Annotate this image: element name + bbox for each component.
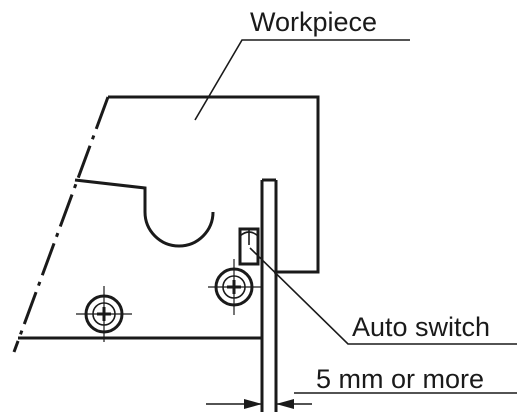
auto-switch-body <box>238 227 260 266</box>
workpiece-outline <box>12 95 320 353</box>
workpiece-label: Workpiece <box>250 7 377 37</box>
auto-switch-label: Auto switch <box>352 312 490 342</box>
leader-lines <box>194 39 517 345</box>
screw-right-icon <box>208 259 262 315</box>
screw-left-icon <box>76 286 132 342</box>
vertical-plate <box>260 178 278 412</box>
clearance-label: 5 mm or more <box>316 364 484 394</box>
clearance-dimension <box>206 392 517 409</box>
mounting-body <box>18 178 262 340</box>
